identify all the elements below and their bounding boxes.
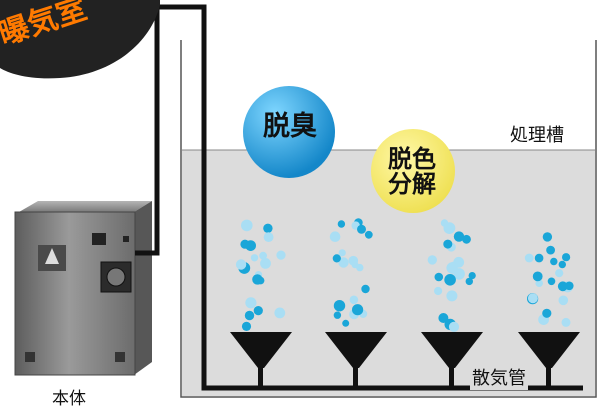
bubble bbox=[524, 253, 534, 263]
bubble bbox=[547, 277, 556, 286]
bubble bbox=[440, 219, 449, 227]
bubble-group bbox=[235, 218, 574, 332]
main-unit bbox=[14, 201, 152, 376]
bubble bbox=[542, 308, 552, 318]
bubble bbox=[361, 284, 370, 294]
bubble bbox=[561, 317, 571, 327]
bubble bbox=[332, 254, 341, 263]
bubble bbox=[557, 281, 568, 292]
bubble bbox=[446, 262, 458, 274]
bubble bbox=[342, 319, 350, 327]
deodorize-label: 脱臭 bbox=[263, 111, 317, 142]
bubble bbox=[329, 231, 341, 242]
bubble bbox=[364, 230, 373, 239]
corner-badge bbox=[0, 0, 160, 79]
bubble bbox=[438, 313, 449, 323]
bubble bbox=[241, 321, 252, 331]
bubble bbox=[558, 295, 569, 306]
bubble bbox=[527, 293, 538, 304]
bubble bbox=[465, 277, 473, 286]
bubble bbox=[333, 300, 346, 312]
bubble bbox=[558, 260, 566, 269]
deodorize-badge bbox=[243, 86, 335, 178]
decolor-label-line1: 脱色 bbox=[388, 145, 436, 173]
bubble bbox=[434, 272, 444, 282]
bubble bbox=[535, 279, 543, 288]
bubble bbox=[260, 258, 271, 269]
bubble bbox=[468, 272, 476, 280]
decolor-label: 脱色 分解 bbox=[372, 145, 452, 199]
bubble bbox=[444, 274, 456, 286]
treatment-tank-label: 処理槽 bbox=[510, 125, 564, 146]
bubble bbox=[337, 220, 346, 228]
bubble bbox=[462, 234, 471, 244]
bubble bbox=[443, 239, 453, 249]
bubble bbox=[546, 245, 555, 255]
bubble bbox=[349, 295, 359, 305]
bubble bbox=[338, 249, 346, 257]
bubble bbox=[245, 297, 257, 309]
bubble bbox=[534, 253, 544, 263]
diffuser-pipe-label: 散気管 bbox=[470, 364, 528, 390]
bubble bbox=[241, 219, 253, 232]
bubble bbox=[244, 310, 255, 321]
bubble bbox=[338, 257, 349, 268]
bubble bbox=[276, 250, 286, 260]
bubble bbox=[542, 232, 553, 242]
bubble bbox=[259, 251, 267, 260]
bubble bbox=[263, 232, 274, 243]
bubble bbox=[357, 224, 366, 234]
bubble bbox=[448, 321, 460, 332]
bubble bbox=[253, 306, 263, 316]
bubble bbox=[252, 274, 263, 285]
bubble bbox=[333, 311, 342, 319]
main-unit-label: 本体 bbox=[52, 389, 86, 409]
bubble bbox=[250, 254, 259, 262]
bubble bbox=[453, 231, 465, 242]
diffuser-funnels bbox=[230, 332, 580, 388]
bubble bbox=[562, 253, 571, 262]
decolor-label-line2: 分解 bbox=[388, 170, 436, 199]
bubble bbox=[532, 271, 543, 282]
bubble bbox=[555, 269, 564, 278]
bubble bbox=[245, 240, 256, 252]
air-pipe bbox=[135, 4, 583, 391]
bubble bbox=[352, 304, 364, 316]
bubble bbox=[274, 307, 286, 319]
bubble bbox=[434, 286, 443, 296]
tank-outline bbox=[180, 40, 597, 398]
bubble bbox=[427, 255, 437, 265]
bubble bbox=[235, 259, 247, 270]
bubble bbox=[348, 255, 359, 266]
bubble bbox=[263, 223, 273, 233]
bubble bbox=[550, 257, 558, 266]
bubble bbox=[446, 290, 458, 302]
decolor-badge bbox=[371, 129, 455, 213]
